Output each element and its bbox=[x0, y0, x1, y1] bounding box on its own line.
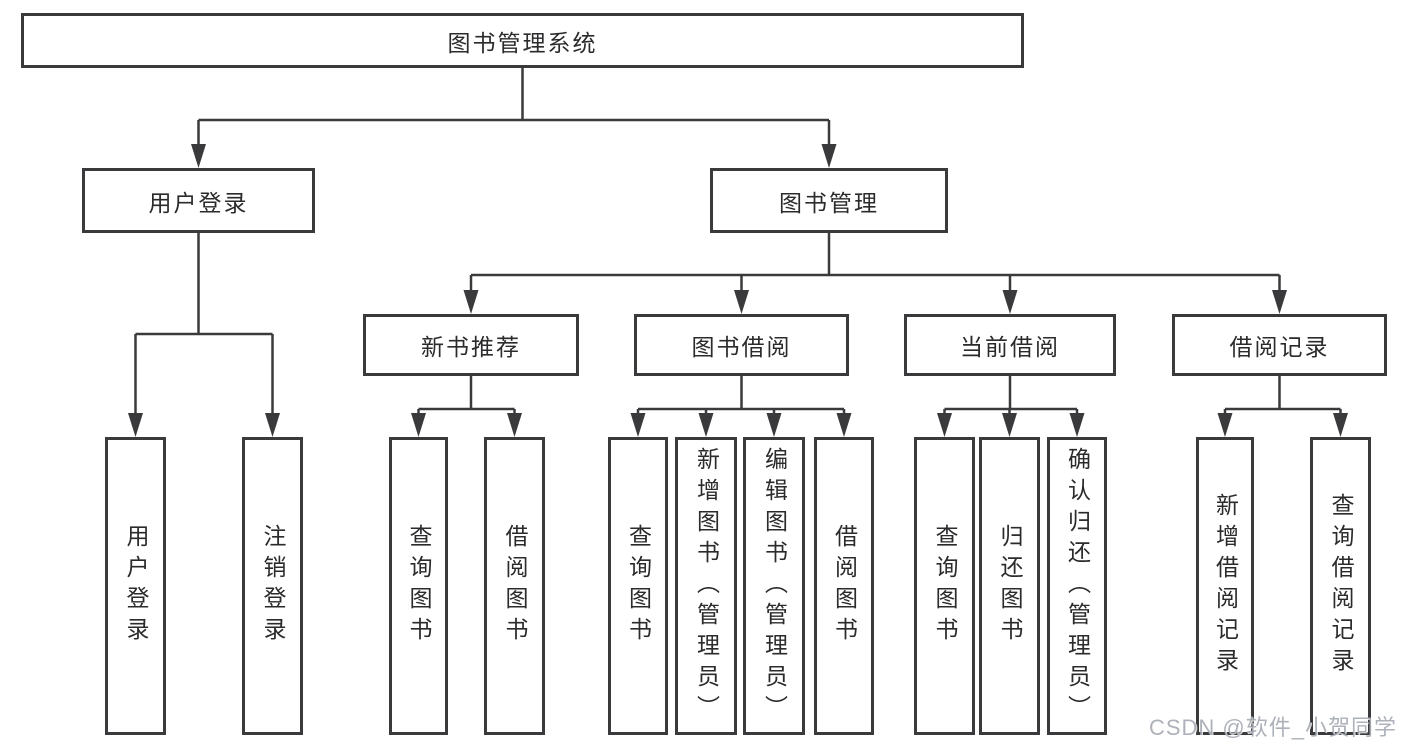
node-current-borrowing: 当前借阅 bbox=[904, 314, 1116, 376]
leaf-return-books: 归还图书 bbox=[979, 437, 1040, 735]
node-root-label: 图书管理系统 bbox=[447, 29, 598, 56]
leaf-query-books-borrowing: 查询图书 bbox=[608, 437, 668, 735]
leaf-query-books-recommend-label: 查询图书 bbox=[406, 524, 432, 648]
leaf-query-books-borrowing-label: 查询图书 bbox=[625, 524, 652, 648]
leaf-edit-books-admin: 编辑图书（管理员） bbox=[743, 437, 805, 735]
watermark: CSDN @软件_小贺同学 bbox=[1148, 715, 1397, 740]
leaf-query-books-recommend: 查询图书 bbox=[389, 437, 448, 735]
leaf-logout-label: 注销登录 bbox=[260, 524, 286, 648]
leaf-add-borrow-record: 新增借阅记录 bbox=[1196, 437, 1254, 735]
node-borrowing-records: 借阅记录 bbox=[1172, 314, 1387, 376]
node-user-login-label: 用户登录 bbox=[148, 189, 249, 216]
leaf-borrow-books-borrowing: 借阅图书 bbox=[814, 437, 874, 735]
node-user-login: 用户登录 bbox=[82, 168, 315, 233]
node-book-management: 图书管理 bbox=[710, 168, 948, 233]
leaf-edit-books-admin-label: 编辑图书（管理员） bbox=[761, 446, 788, 726]
leaf-add-books-admin: 新增图书（管理员） bbox=[675, 437, 737, 735]
leaf-user-login: 用户登录 bbox=[105, 437, 166, 735]
leaf-confirm-return-admin: 确认归还（管理员） bbox=[1047, 437, 1107, 735]
leaf-borrow-books-recommend-label: 借阅图书 bbox=[502, 524, 528, 648]
leaf-logout: 注销登录 bbox=[242, 437, 303, 735]
leaf-query-books-current: 查询图书 bbox=[914, 437, 975, 735]
node-book-management-label: 图书管理 bbox=[779, 189, 879, 216]
leaf-query-borrow-record: 查询借阅记录 bbox=[1310, 437, 1371, 735]
leaf-add-borrow-record-label: 新增借阅记录 bbox=[1212, 493, 1239, 679]
leaf-borrow-books-borrowing-label: 借阅图书 bbox=[831, 524, 858, 648]
leaf-borrow-books-recommend: 借阅图书 bbox=[484, 437, 545, 735]
leaf-confirm-return-admin-label: 确认归还（管理员） bbox=[1064, 446, 1091, 726]
leaf-return-books-label: 归还图书 bbox=[997, 524, 1023, 648]
node-new-book-recommend: 新书推荐 bbox=[363, 314, 579, 376]
node-book-borrowing-label: 图书借阅 bbox=[691, 334, 792, 360]
leaf-user-login-label: 用户登录 bbox=[123, 524, 149, 648]
node-borrowing-records-label: 借阅记录 bbox=[1229, 334, 1330, 360]
node-root: 图书管理系统 bbox=[21, 13, 1024, 68]
node-new-book-recommend-label: 新书推荐 bbox=[421, 334, 521, 360]
leaf-query-borrow-record-label: 查询借阅记录 bbox=[1328, 493, 1354, 679]
leaf-add-books-admin-label: 新增图书（管理员） bbox=[693, 446, 720, 726]
leaf-query-books-current-label: 查询图书 bbox=[932, 524, 958, 648]
node-book-borrowing: 图书借阅 bbox=[634, 314, 849, 376]
node-current-borrowing-label: 当前借阅 bbox=[960, 334, 1060, 360]
